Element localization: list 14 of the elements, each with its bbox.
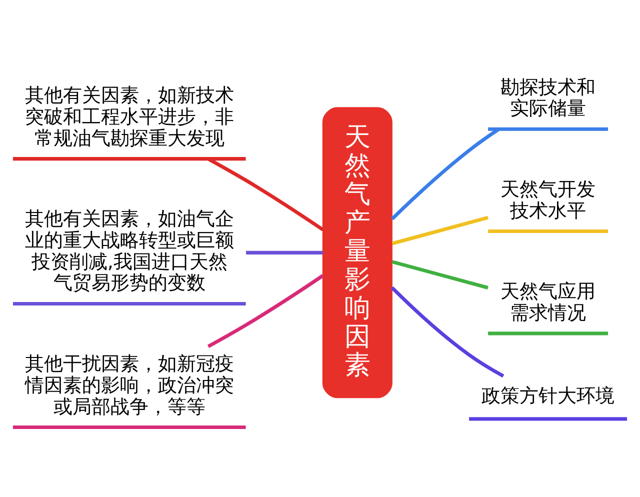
- node-box: 天然气产量影响因素: [322, 107, 392, 398]
- connector: [246, 250, 323, 254]
- node-text: 天然气应用需求情况: [500, 280, 596, 324]
- connector: [392, 216, 488, 246]
- connector: [392, 260, 488, 290]
- node-text: 政策方针大环境: [482, 385, 615, 408]
- connector: [390, 286, 504, 378]
- node-text: 天然气开发技术水平: [500, 178, 596, 222]
- connector: [207, 274, 324, 348]
- node-text: 其他干扰因素，如新冠疫情因素的影响，政治冲突或局部战争，等等: [24, 353, 234, 418]
- node-text: 其他有关因素，如油气企业的重大战略转型或巨额投资削减,我国进口天然气贸易形势的变数: [24, 208, 234, 294]
- connector: [390, 128, 500, 220]
- node-text: 其他有关因素，如新技术突破和工程水平进步，非常规油气勘探重大发现: [24, 84, 234, 150]
- node-text: 勘探技术和实际储量: [500, 76, 596, 120]
